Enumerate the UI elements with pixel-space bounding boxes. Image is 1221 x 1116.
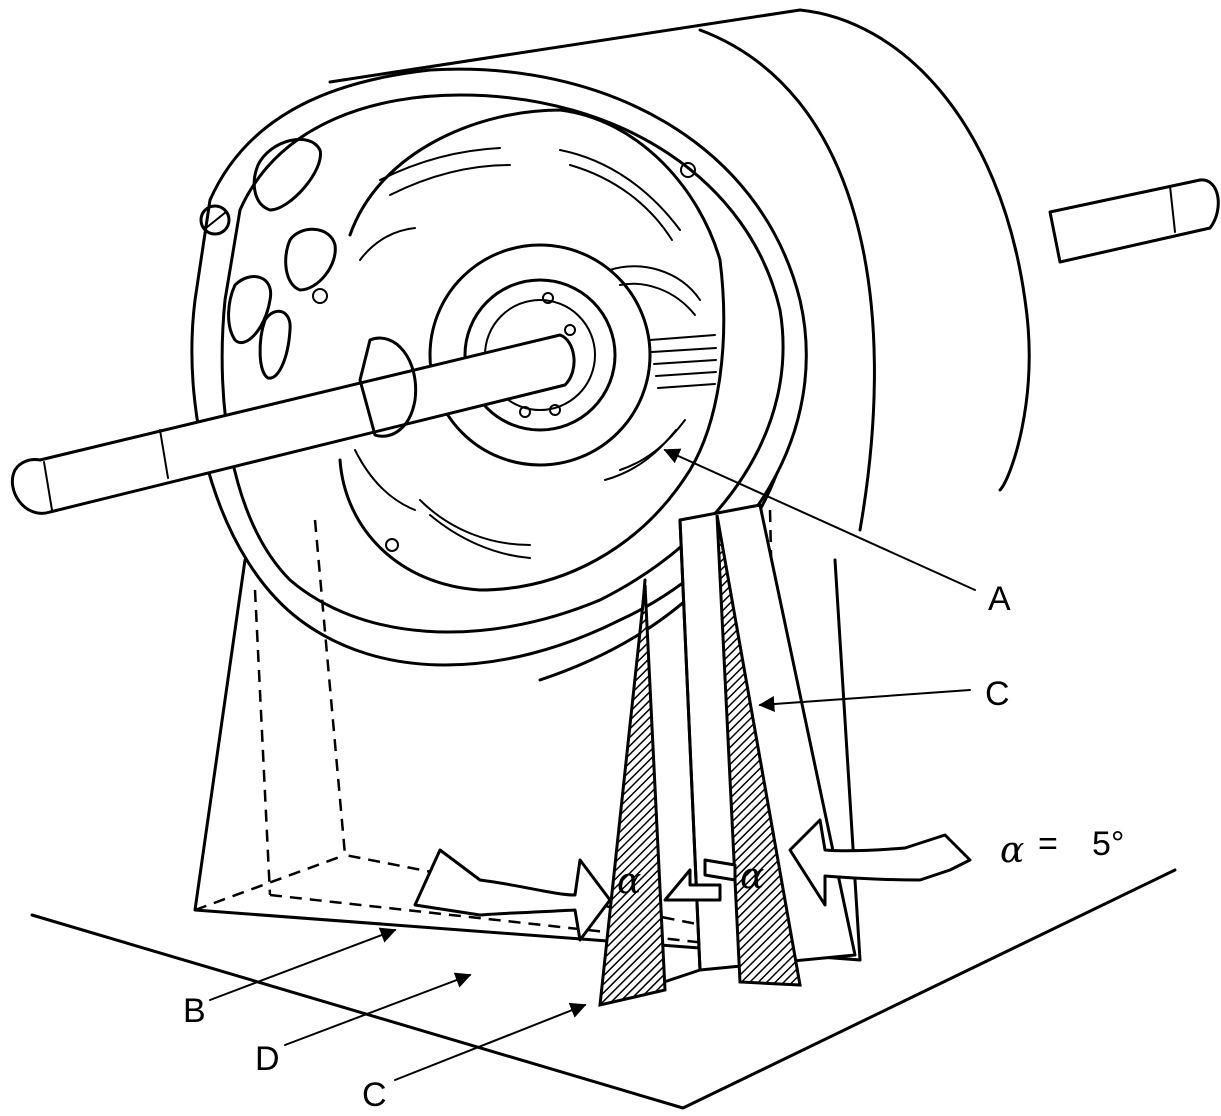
leader-B [209,927,397,1001]
angle-value: 5° [1092,825,1125,863]
base-plane [30,868,1177,1110]
shaft-right [1048,178,1220,264]
alpha-symbol-eq: α [1000,830,1024,871]
angle-arrow-middle [663,858,737,902]
label-D: D [255,1040,280,1078]
leader-D [284,972,472,1046]
alpha-symbol-left: α [617,861,641,902]
shim-left [598,584,667,1007]
leader-lines [209,448,976,1081]
label-C-right: C [985,675,1010,713]
angle-equation: α = 5° [1000,825,1125,871]
label-B: B [183,992,206,1030]
equals-sign: = [1038,825,1058,863]
alpha-symbol-right: α [740,856,764,897]
stator-windings [338,108,726,592]
angle-arrow-left [413,848,612,942]
leader-C-bottom [394,1002,587,1081]
shim-right [715,514,802,987]
leader-C-right [758,689,971,712]
leader-A [663,448,976,591]
shaft-left [10,333,576,515]
angle-arrow-right [788,818,972,907]
label-A: A [988,580,1011,618]
label-C-bottom: C [362,1076,387,1114]
